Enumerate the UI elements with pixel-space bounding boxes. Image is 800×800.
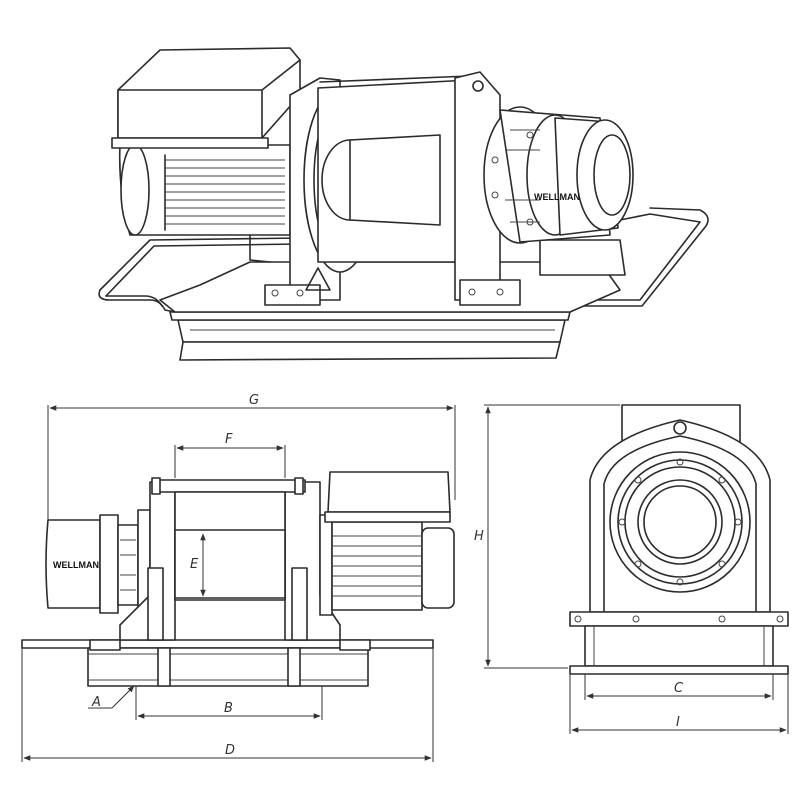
dimension-label-f: F <box>225 432 233 447</box>
dimension-label-i: I <box>676 715 680 730</box>
dimension-i: I <box>569 674 789 734</box>
terminal-box <box>111 47 301 149</box>
front-frames <box>119 477 341 641</box>
drum <box>317 75 471 263</box>
perspective-view: WELLMAN <box>98 47 709 361</box>
front-gearbox: WELLMAN <box>45 509 151 621</box>
dimension-label-d: D <box>225 743 235 758</box>
side-flange <box>609 451 751 593</box>
dimension-e: E <box>190 533 206 597</box>
dimension-label-e: E <box>190 557 199 572</box>
base-plate <box>21 639 434 649</box>
dimension-label-c: C <box>674 681 684 696</box>
front-motor <box>319 471 455 616</box>
dimension-label-h: H <box>474 529 484 544</box>
brand-label-perspective: WELLMAN <box>534 192 580 202</box>
dimension-c: C <box>584 674 774 700</box>
brand-label-front: WELLMAN <box>53 560 99 570</box>
motor <box>118 144 291 263</box>
dimension-a: A <box>88 685 135 710</box>
dimension-label-b: B <box>224 701 233 716</box>
gearbox: WELLMAN <box>483 106 634 244</box>
dimension-g: G <box>47 393 456 520</box>
base-beam <box>169 311 571 361</box>
dimension-d: D <box>21 648 434 762</box>
dimension-f: F <box>174 432 286 478</box>
dimension-label-a: A <box>91 695 101 710</box>
side-view: H C I <box>474 404 789 734</box>
front-beam <box>87 639 371 687</box>
front-view: WELLMAN <box>21 393 456 762</box>
dimension-label-g: G <box>249 393 259 408</box>
dimension-h: H <box>474 404 620 669</box>
side-base <box>569 611 789 675</box>
dimension-b: B <box>135 686 323 720</box>
